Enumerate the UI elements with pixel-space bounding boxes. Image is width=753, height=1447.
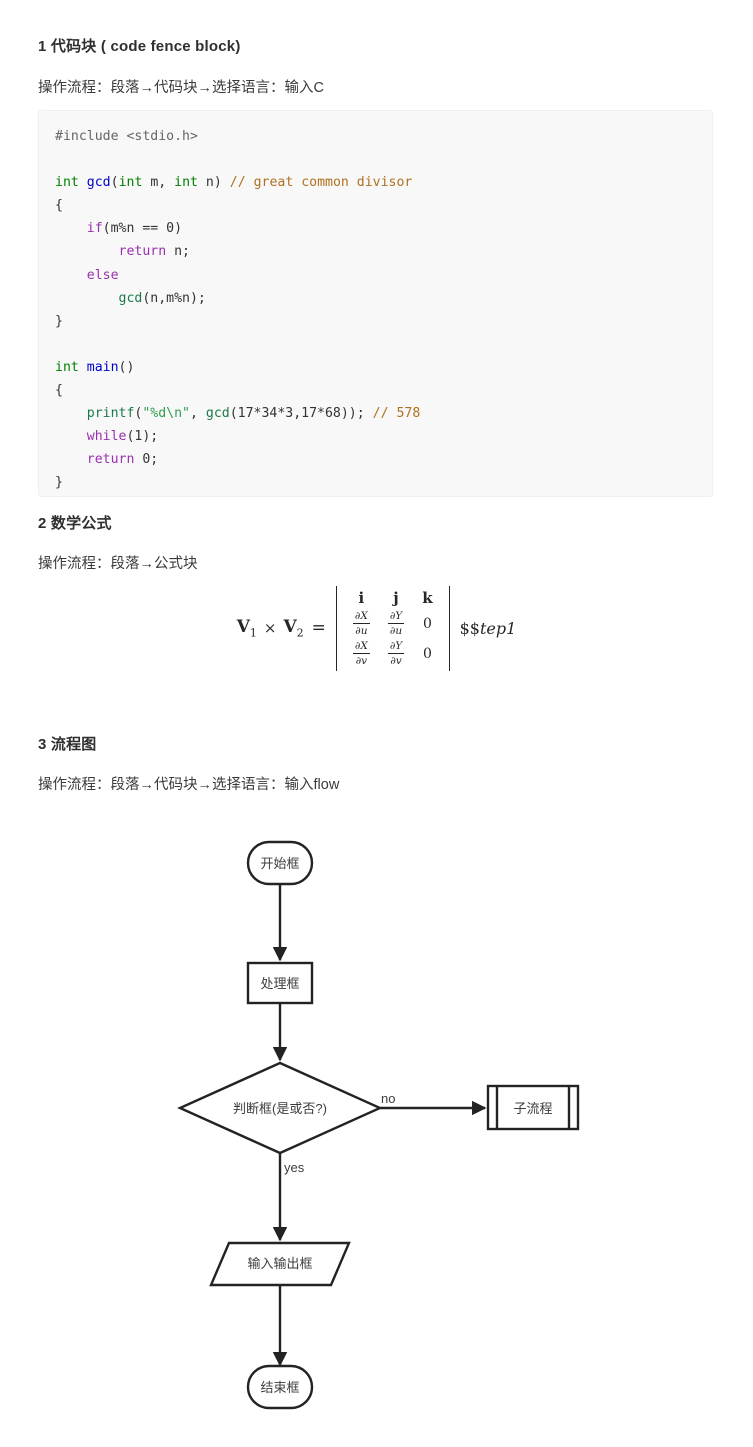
math-equation: V1 × V2 = i j k ∂X ∂u: [236, 586, 517, 671]
section-paragraph-math-formula: 操作流程：段落→公式块: [38, 556, 198, 572]
code-token-format-string: "%d\n": [142, 406, 190, 422]
determinant-header-row: i j k: [344, 588, 442, 609]
flow-node-io[interactable]: 输入输出框: [209, 1241, 351, 1287]
code-token-comment-gcd: // great common divisor: [229, 175, 413, 191]
math-times-operator: ×: [263, 619, 277, 638]
flow-node-start[interactable]: 开始框: [246, 840, 314, 886]
flowchart-svg: no yes 开始框 处理框 判断框(是或否?) 子流: [177, 840, 580, 1410]
section-paragraph-code-block: 操作流程：段落→代码块→选择语言：输入C: [38, 80, 324, 96]
section-heading-math-formula: 2 数学公式: [38, 515, 112, 532]
code-token-while: while: [86, 429, 127, 445]
determinant-row-u: ∂X ∂u ∂Y ∂u 0: [344, 609, 442, 639]
matrix-zero-row1: 0: [422, 615, 432, 632]
flow-node-subroutine[interactable]: 子流程: [486, 1084, 580, 1131]
math-vector-v2: V2: [283, 617, 304, 640]
partial-x-u: ∂X ∂u: [352, 610, 370, 638]
code-token-gcd-decl: gcd: [86, 175, 111, 191]
math-determinant: i j k ∂X ∂u ∂Y: [335, 586, 450, 671]
unit-vector-k: k: [422, 589, 433, 607]
unit-vector-j: j: [393, 589, 399, 607]
code-token-comment-578: // 578: [372, 406, 421, 422]
flow-node-end-label: 结束框: [260, 1380, 299, 1395]
partial-x-v: ∂X ∂v: [352, 639, 370, 668]
partial-y-u: ∂Y ∂u: [387, 610, 405, 638]
math-equals-sign: =: [311, 618, 326, 639]
code-token-return-zero: return: [86, 452, 135, 468]
code-token-include: #include <stdio.h>: [55, 129, 198, 144]
edge-label-yes: yes: [284, 1160, 305, 1175]
flow-node-process-label: 处理框: [260, 976, 299, 991]
code-token-main: main: [86, 359, 119, 375]
matrix-zero-row2: 0: [422, 645, 432, 662]
code-token-return-n: return: [118, 244, 167, 260]
code-fence-block[interactable]: #include <stdio.h> int gcd(int m, int n)…: [38, 110, 713, 497]
section-paragraph-flowchart: 操作流程：段落→代码块→选择语言：输入flow: [38, 777, 340, 793]
partial-y-v: ∂Y ∂v: [387, 639, 405, 668]
math-vector-v1: V1: [236, 617, 257, 640]
section-heading-code-block: 1 代码块 ( code fence block): [38, 38, 241, 55]
flow-node-end[interactable]: 结束框: [246, 1364, 314, 1410]
flow-node-io-label: 输入输出框: [247, 1256, 312, 1271]
section-heading-flowchart: 3 流程图: [38, 736, 97, 753]
code-token-if: if: [86, 221, 103, 237]
code-token-gcd-call: gcd: [118, 290, 143, 306]
math-trailing-text: $$tep1: [459, 618, 517, 638]
math-formula-block: V1 × V2 = i j k ∂X ∂u: [0, 586, 753, 671]
flow-node-subroutine-label: 子流程: [513, 1101, 552, 1116]
flow-node-decision-label: 判断框(是或否?): [233, 1101, 327, 1116]
determinant-matrix: i j k ∂X ∂u ∂Y: [344, 588, 442, 669]
flow-node-decision[interactable]: 判断框(是或否?): [177, 1061, 383, 1155]
code-token-int: int: [55, 175, 79, 191]
unit-vector-i: i: [358, 589, 365, 607]
code-content: #include <stdio.h> int gcd(int m, int n)…: [55, 129, 421, 491]
edge-label-no: no: [381, 1091, 395, 1106]
determinant-row-v: ∂X ∂v ∂Y ∂v 0: [344, 639, 442, 669]
code-token-else: else: [86, 267, 119, 283]
flow-node-process[interactable]: 处理框: [246, 961, 314, 1005]
flow-node-start-label: 开始框: [260, 856, 299, 871]
flowchart-block: no yes 开始框 处理框 判断框(是或否?) 子流: [0, 820, 753, 1420]
code-token-printf: printf: [86, 406, 135, 422]
